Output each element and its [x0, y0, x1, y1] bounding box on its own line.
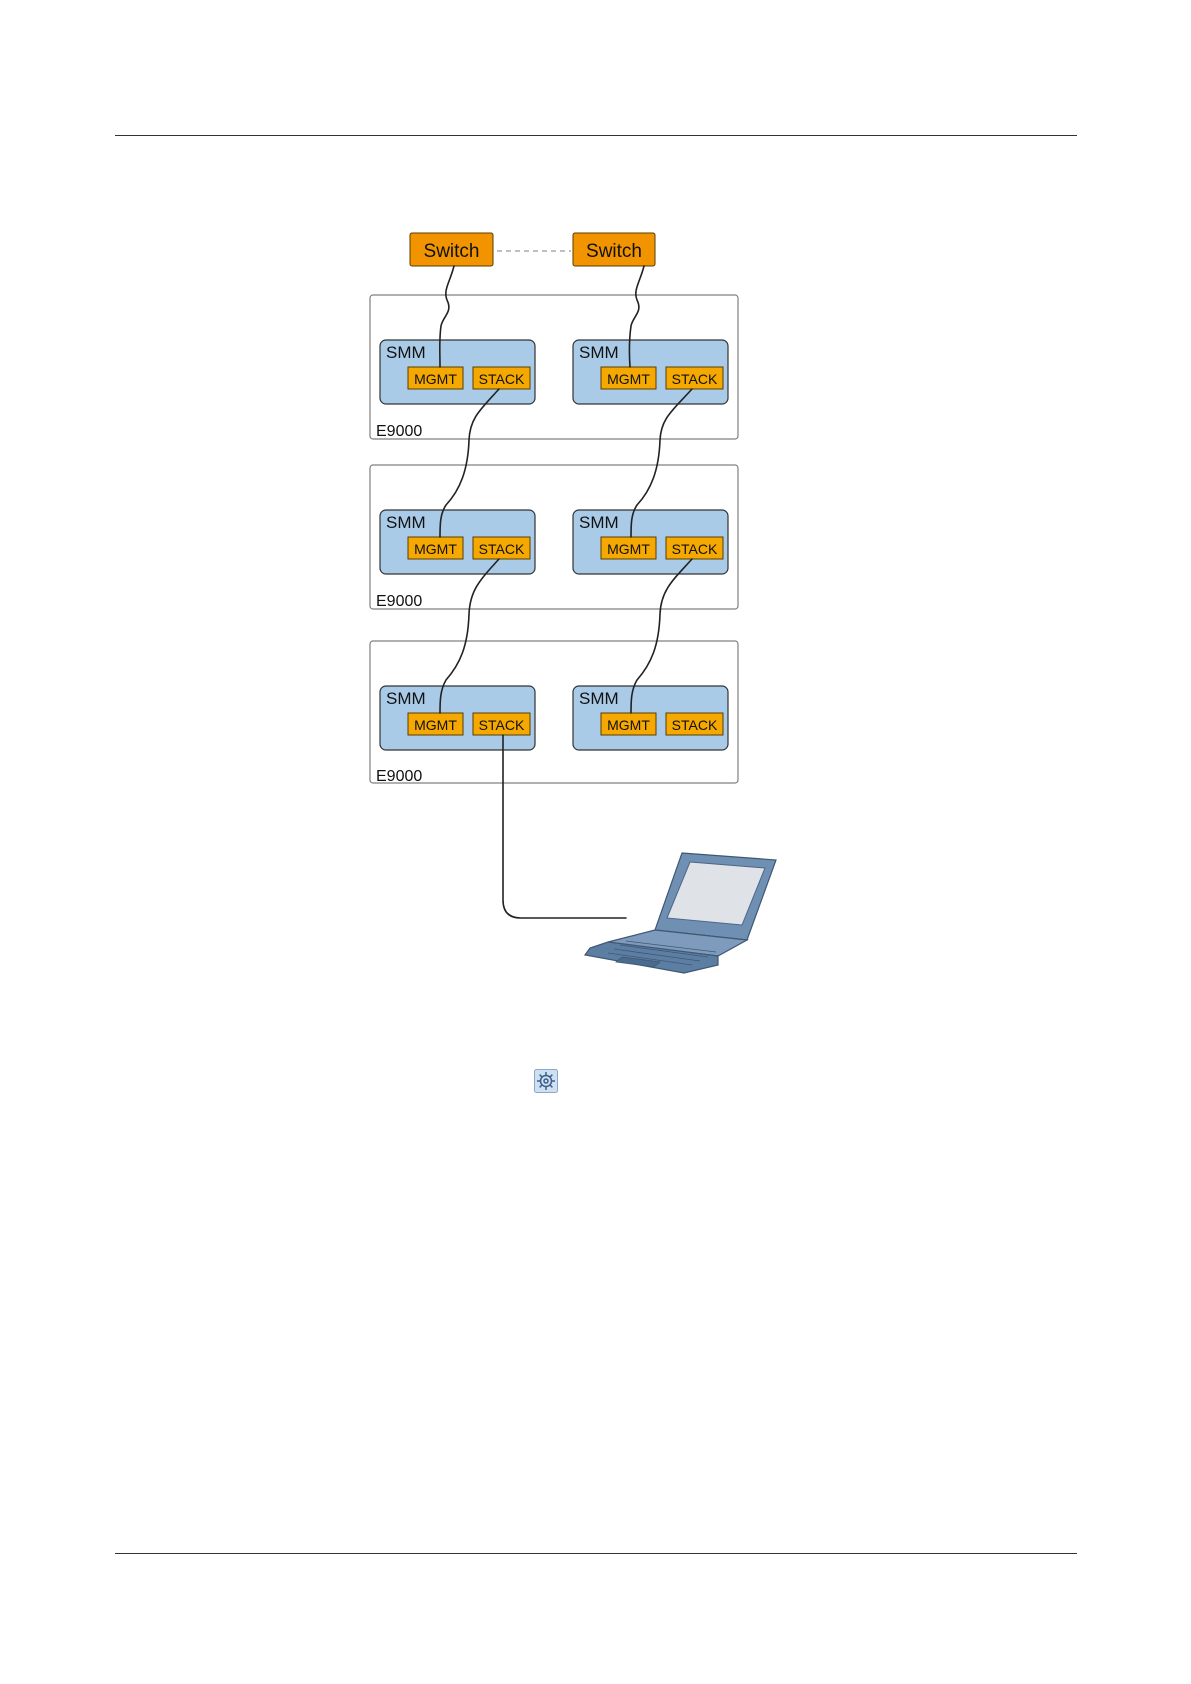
switch-1-label: Switch: [424, 241, 480, 262]
mgmt-port-label: MGMT: [414, 371, 457, 387]
mgmt-port: MGMT: [408, 367, 463, 389]
mgmt-port: MGMT: [408, 713, 463, 735]
stack-port: STACK: [473, 367, 530, 389]
mgmt-port-label: MGMT: [607, 541, 650, 557]
mgmt-port-label: MGMT: [414, 541, 457, 557]
stack-port: STACK: [666, 713, 723, 735]
gear-icon: [534, 1069, 558, 1093]
chassis-2-smm-left: SMM MGMT STACK: [380, 510, 535, 574]
switch-2-label: Switch: [586, 241, 642, 262]
smm-label: SMM: [386, 513, 426, 532]
chassis-3-smm-left: SMM MGMT STACK: [380, 686, 535, 750]
stack-port: STACK: [666, 537, 723, 559]
stack-port-label: STACK: [672, 371, 718, 387]
mgmt-port-label: MGMT: [607, 717, 650, 733]
chassis-1: E9000 SMM MGMT STACK SMM MGMT STACK: [370, 295, 738, 440]
smm-label: SMM: [579, 689, 619, 708]
smm-label: SMM: [386, 343, 426, 362]
mgmt-port-label: MGMT: [607, 371, 650, 387]
mgmt-port: MGMT: [601, 367, 656, 389]
stack-port: STACK: [666, 367, 723, 389]
smm-label: SMM: [579, 513, 619, 532]
stack-port-label: STACK: [479, 371, 525, 387]
stack-port-label: STACK: [479, 717, 525, 733]
chassis-1-smm-right: SMM MGMT STACK: [573, 340, 728, 404]
mgmt-port-label: MGMT: [414, 717, 457, 733]
switch-1: Switch: [410, 233, 493, 266]
stack-port-label: STACK: [672, 717, 718, 733]
switch-2: Switch: [573, 233, 655, 266]
smm-label: SMM: [579, 343, 619, 362]
stack-port-label: STACK: [672, 541, 718, 557]
mgmt-port: MGMT: [408, 537, 463, 559]
chassis-2: E9000 SMM MGMT STACK SMM MGMT STACK: [370, 465, 738, 610]
chassis-3: E9000 SMM MGMT STACK SMM MGMT STACK: [370, 641, 738, 785]
chassis-1-label: E9000: [376, 423, 422, 440]
chassis-1-smm-left: SMM MGMT STACK: [380, 340, 535, 404]
chassis-2-label: E9000: [376, 593, 422, 610]
chassis-2-smm-right: SMM MGMT STACK: [573, 510, 728, 574]
stack-port-label: STACK: [479, 541, 525, 557]
smm-label: SMM: [386, 689, 426, 708]
chassis-3-label: E9000: [376, 768, 422, 785]
stack-port: STACK: [473, 713, 530, 735]
chassis-3-smm-right: SMM MGMT STACK: [573, 686, 728, 750]
mgmt-port: MGMT: [601, 537, 656, 559]
stack-port: STACK: [473, 537, 530, 559]
mgmt-port: MGMT: [601, 713, 656, 735]
laptop-icon: [585, 853, 776, 973]
